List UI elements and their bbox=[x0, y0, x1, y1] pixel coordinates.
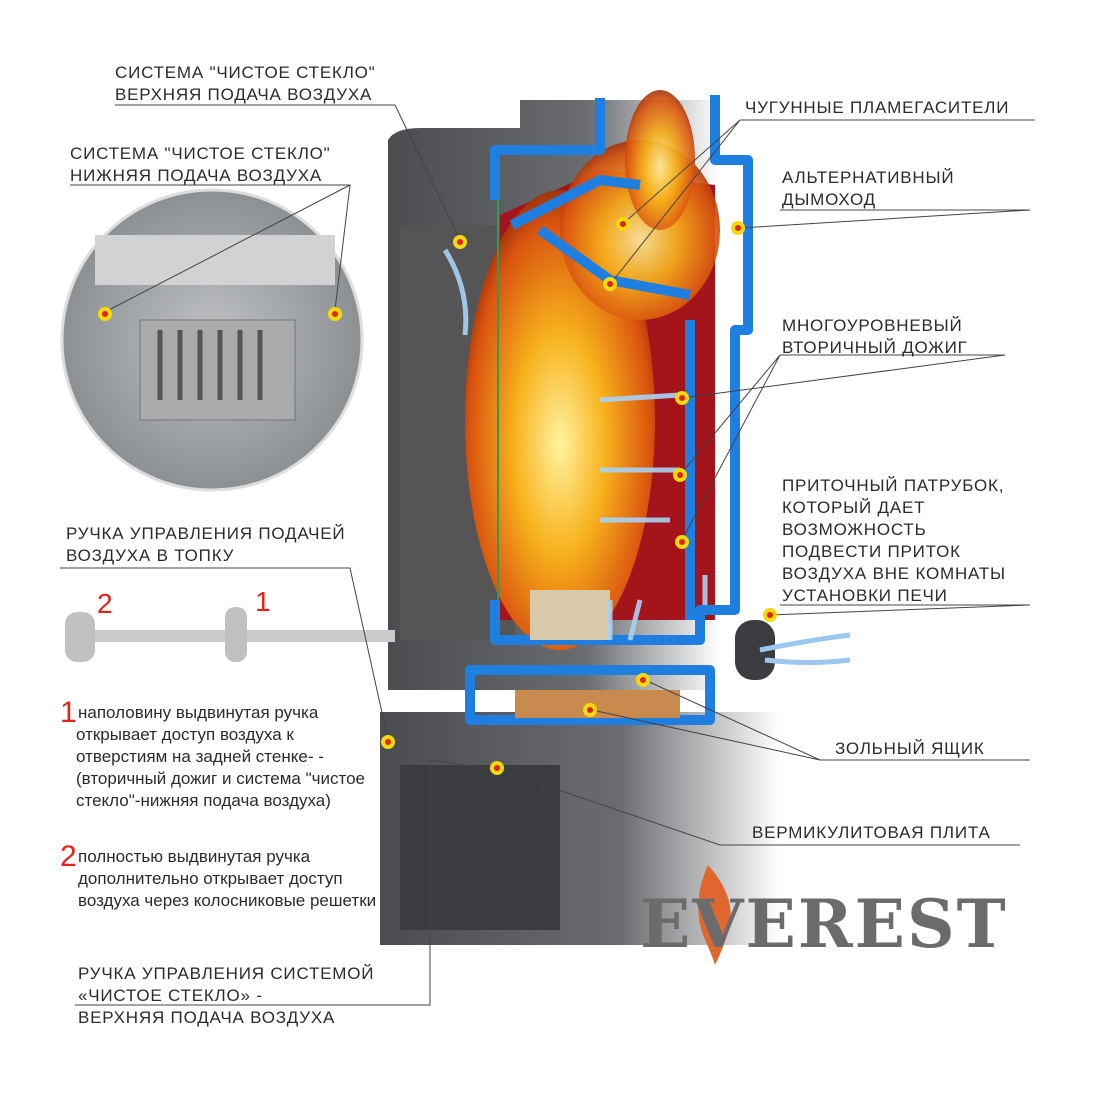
note-2-text: полностью выдвинутая ручка дополнительно… bbox=[78, 847, 377, 910]
label-vermiculite: ВЕРМИКУЛИТОВАЯ ПЛИТА bbox=[752, 823, 991, 842]
label-cast-iron-baffles: ЧУГУННЫЕ ПЛАМЕГАСИТЕЛИ bbox=[745, 98, 1010, 117]
logs bbox=[530, 590, 610, 640]
note-2-number: 2 bbox=[60, 840, 77, 873]
air-handle-illustration bbox=[65, 607, 395, 662]
handle-position-1: 1 bbox=[255, 586, 271, 617]
logo-flame-icon bbox=[698, 865, 731, 965]
handle-position-2: 2 bbox=[97, 588, 113, 619]
note-1-text: наполовину выдвинутая ручка открывает до… bbox=[76, 703, 365, 810]
callout-markers bbox=[98, 217, 777, 775]
label-clean-glass-handle: РУЧКА УПРАВЛЕНИЯ СИСТЕМОЙ«ЧИСТОЕ СТЕКЛО»… bbox=[78, 964, 375, 1027]
everest-logo: EVEREST bbox=[640, 885, 1008, 963]
inlet-pipe bbox=[735, 620, 775, 680]
label-clean-glass-bottom: СИСТЕМА "ЧИСТОЕ СТЕКЛО"НИЖНЯЯ ПОДАЧА ВОЗ… bbox=[70, 144, 331, 185]
label-clean-glass-top: СИСТЕМА "ЧИСТОЕ СТЕКЛО"ВЕРХНЯЯ ПОДАЧА ВО… bbox=[115, 63, 376, 104]
vermiculite-plate bbox=[515, 690, 680, 718]
label-ash-box: ЗОЛЬНЫЙ ЯЩИК bbox=[835, 739, 985, 758]
leader-lines bbox=[60, 104, 1035, 1006]
note-1-number: 1 bbox=[60, 696, 77, 729]
